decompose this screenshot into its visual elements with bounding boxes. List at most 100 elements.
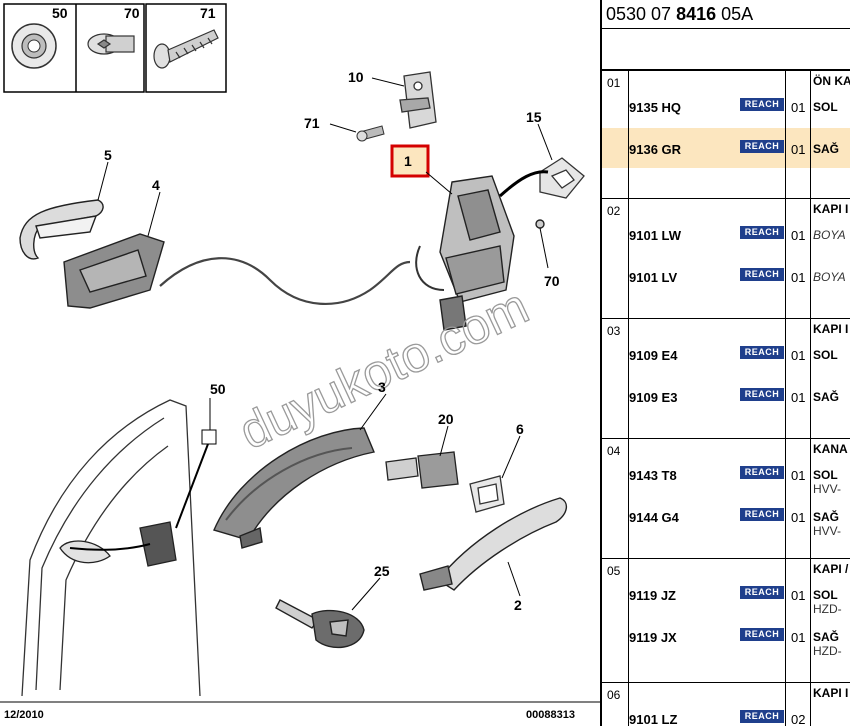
side-label: SAĞ	[813, 142, 840, 156]
group-title: ÖN KA	[813, 74, 850, 88]
quantity: 02	[791, 712, 806, 726]
door-outline	[21, 399, 201, 697]
side-label: SAĞ	[813, 390, 840, 404]
quantity: 01	[791, 348, 806, 363]
exploded-parts-diagram: 50 70 71 10 71 15 1 70 5	[0, 3, 600, 703]
quantity: 01	[791, 228, 806, 243]
callout-1: 1	[404, 153, 412, 169]
callout-25: 25	[374, 563, 390, 579]
quantity: 01	[791, 100, 806, 115]
part-number[interactable]: 9109 E4	[629, 348, 678, 363]
part-number[interactable]: 9119 JZ	[629, 588, 676, 603]
side-label: SOL	[813, 588, 838, 602]
quantity: 01	[791, 142, 806, 157]
callout-70: 70	[544, 273, 560, 289]
handle-cover-part	[19, 199, 104, 260]
option-code: HVV-	[813, 524, 842, 538]
part-number[interactable]: 9119 JX	[629, 630, 677, 645]
lock-cylinder-part	[385, 451, 459, 489]
callout-3: 3	[378, 379, 386, 395]
callout-15: 15	[526, 109, 542, 125]
part-number[interactable]: 9144 G4	[629, 510, 679, 525]
part-row[interactable]: 9109 E4 REACH 01 SOL	[602, 334, 850, 374]
small-parts-legend	[3, 3, 227, 93]
column-divider	[785, 682, 786, 726]
part-description: BOYA	[813, 270, 846, 284]
door-lock-mechanism-part	[415, 170, 549, 331]
column-divider	[628, 438, 629, 558]
part-description: SAĞ	[813, 390, 839, 404]
column-divider	[785, 438, 786, 558]
reach-badge: REACH	[740, 346, 784, 359]
column-divider	[810, 438, 811, 558]
footer-diagram-number: 00088313	[526, 709, 575, 721]
part-row[interactable]: 9135 HQ REACH 01 SOL	[602, 86, 850, 126]
group-title: KAPI I	[813, 686, 849, 700]
group-title: KANA	[813, 442, 848, 456]
callout-10: 10	[348, 69, 364, 85]
callout-2: 2	[514, 597, 522, 613]
part-number[interactable]: 9101 LV	[629, 270, 678, 285]
torx-screw-icon	[87, 33, 135, 55]
quantity: 01	[791, 270, 806, 285]
part-number[interactable]: 9101 LZ	[629, 712, 678, 726]
reference-prefix: 0530 07	[606, 4, 677, 24]
part-number[interactable]: 9135 HQ	[629, 100, 682, 115]
quantity: 01	[791, 468, 806, 483]
header-band	[602, 29, 850, 71]
callout-6: 6	[516, 421, 524, 437]
group-number: 03	[607, 324, 621, 338]
reach-badge: REACH	[740, 710, 784, 723]
callout-4: 4	[152, 177, 160, 193]
callout-20: 20	[438, 411, 454, 427]
option-code: HZD-	[813, 644, 842, 658]
part-row[interactable]: 9101 LZ REACH 02	[602, 698, 850, 726]
quantity: 01	[791, 510, 806, 525]
cable-clip-part	[539, 157, 585, 199]
reach-badge: REACH	[740, 466, 784, 479]
callout-50-top: 50	[52, 5, 68, 21]
group-title: KAPI /	[813, 562, 849, 576]
callout-71-top: 71	[200, 5, 216, 21]
group-title: KAPI I	[813, 322, 849, 336]
watermark-text: duyukoto.com	[231, 278, 537, 460]
reach-badge: REACH	[740, 586, 784, 599]
part-description: BOYA	[813, 228, 846, 242]
reach-badge: REACH	[740, 98, 784, 111]
side-label: SOL	[813, 468, 838, 482]
footer-date: 12/2010	[4, 709, 44, 721]
part-number[interactable]: 9109 E3	[629, 390, 678, 405]
paint-note: BOYA	[813, 270, 846, 284]
part-description: SOL	[813, 100, 838, 114]
part-number[interactable]: 9101 LW	[629, 228, 682, 243]
column-divider	[810, 198, 811, 318]
group-number: 05	[607, 564, 621, 578]
part-number[interactable]: 9136 GR	[629, 142, 682, 157]
column-divider	[810, 318, 811, 438]
inner-handle-bracket-part	[63, 233, 165, 309]
door-harness-part	[59, 521, 177, 567]
column-divider	[810, 682, 811, 726]
side-label: SOL	[813, 348, 838, 362]
part-number[interactable]: 9143 T8	[629, 468, 677, 483]
side-label: SAĞ	[813, 510, 840, 524]
column-divider	[628, 682, 629, 726]
side-label: SAĞ	[813, 630, 840, 644]
handle-frame-part	[213, 427, 375, 549]
column-divider	[628, 198, 629, 318]
